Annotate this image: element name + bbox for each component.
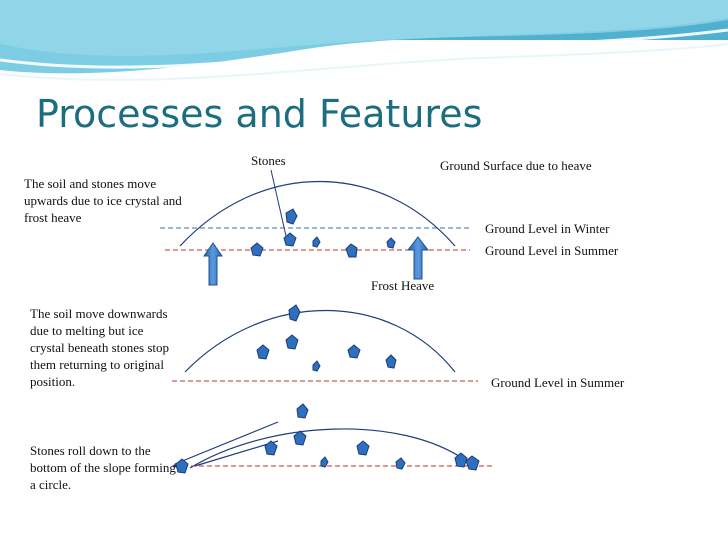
stone: [296, 403, 309, 419]
roll-arrow-line-1: [174, 421, 279, 465]
roll-arrow-line-2: [194, 440, 279, 467]
stone: [345, 243, 358, 258]
ground-surface-label: Ground Surface due to heave: [440, 158, 592, 173]
roll-description: Stones roll down to the bottom of the sl…: [30, 443, 176, 492]
melt-description: The soil move downwards due to melting b…: [30, 306, 169, 389]
stone: [312, 360, 321, 372]
ground-surface-curve-3: [189, 428, 466, 469]
stone: [454, 452, 468, 468]
stone: [312, 236, 321, 248]
ground-summer-label-1: Ground Level in Summer: [485, 243, 619, 258]
stone: [264, 440, 278, 456]
header-wave: [0, 0, 728, 90]
stone: [283, 232, 297, 247]
ground-winter-label: Ground Level in Winter: [485, 221, 610, 236]
stone: [465, 455, 480, 471]
ground-surface-curve-2: [184, 310, 456, 373]
stone: [356, 440, 370, 456]
slide-title: Processes and Features: [36, 92, 483, 136]
stone: [395, 457, 406, 470]
stone: [175, 458, 189, 474]
stone: [386, 237, 396, 249]
stone: [256, 344, 270, 360]
stone: [250, 242, 264, 257]
stone: [285, 208, 298, 225]
stone: [320, 456, 329, 468]
stone: [347, 344, 361, 359]
stone: [385, 354, 397, 369]
stone: [285, 334, 299, 350]
stones-pointer-line: [270, 169, 287, 237]
heave-description: The soil and stones move upwards due to …: [24, 176, 182, 225]
frost-heave-arrow-right: [406, 236, 430, 280]
ground-summer-label-2: Ground Level in Summer: [491, 375, 625, 390]
frost-heave-arrow-left: [203, 242, 223, 286]
ground-surface-curve-1: [179, 181, 456, 247]
frost-heave-label: Frost Heave: [371, 278, 435, 293]
stones-label: Stones: [251, 153, 286, 168]
stone: [288, 304, 301, 322]
stone: [293, 430, 307, 446]
